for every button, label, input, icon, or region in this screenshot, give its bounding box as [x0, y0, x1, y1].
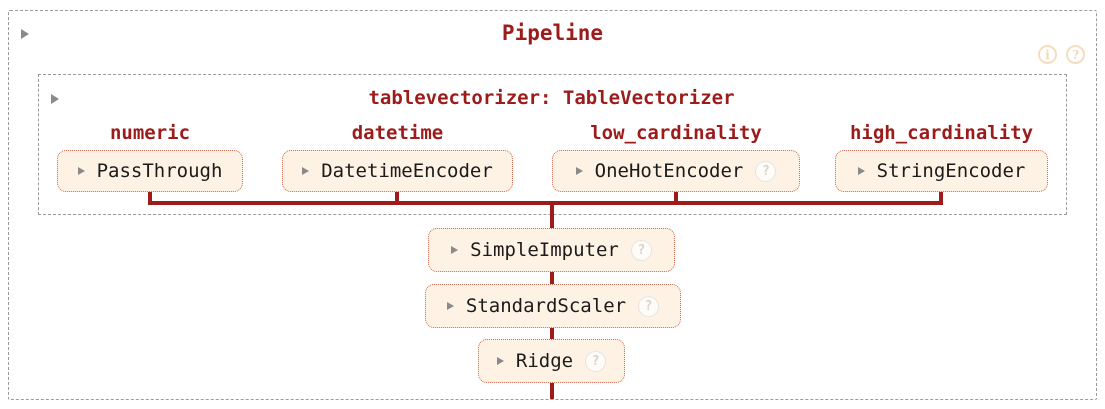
estimator-box-datetimeencoder[interactable]: DatetimeEncoder ?: [282, 150, 513, 192]
step-label: SimpleImputer: [470, 239, 619, 261]
toggle-arrow-icon: [857, 167, 865, 175]
help-icon[interactable]: ?: [1066, 45, 1085, 64]
tablevectorizer-title[interactable]: tablevectorizer: TableVectorizer: [368, 87, 735, 109]
step-label: StandardScaler: [465, 295, 627, 317]
step-box-simpleimputer[interactable]: SimpleImputer ?: [428, 228, 675, 272]
connector-stub-numeric: [148, 192, 152, 203]
pipeline-title[interactable]: Pipeline: [501, 21, 604, 45]
toggle-arrow-icon: [575, 167, 583, 175]
column-label-low-cardinality[interactable]: low_cardinality: [590, 122, 762, 144]
column-label-high-cardinality[interactable]: high_cardinality: [849, 122, 1034, 144]
connector-stub-datetime: [395, 192, 399, 203]
toggle-arrow-icon: [446, 302, 454, 310]
estimator-box-stringencoder[interactable]: StringEncoder ?: [835, 150, 1048, 192]
toggle-arrow-icon: [451, 246, 459, 254]
toggle-arrow-icon: [496, 357, 504, 365]
estimator-label: OneHotEncoder: [594, 160, 744, 182]
estimator-label: DatetimeEncoder: [321, 160, 493, 182]
tablevectorizer-toggle-arrow-icon[interactable]: [51, 94, 59, 104]
toggle-arrow-icon: [302, 167, 310, 175]
estimator-box-onehotencoder[interactable]: OneHotEncoder ?: [552, 150, 800, 192]
column-label-datetime[interactable]: datetime: [351, 122, 444, 144]
estimator-box-passthrough[interactable]: PassThrough ?: [57, 150, 243, 192]
connector-stub-low-cardinality: [674, 192, 678, 203]
toggle-arrow-icon: [77, 167, 85, 175]
step-label: Ridge: [515, 350, 574, 372]
estimator-label: PassThrough: [96, 160, 223, 182]
estimator-label: StringEncoder: [876, 160, 1026, 182]
column-label-numeric[interactable]: numeric: [109, 122, 191, 144]
help-icon[interactable]: ?: [755, 160, 777, 182]
corner-icon-group: i ?: [1038, 45, 1085, 64]
step-box-ridge[interactable]: Ridge ?: [478, 339, 625, 383]
connector-stub-high-cardinality: [939, 192, 943, 203]
help-icon[interactable]: ?: [585, 350, 607, 372]
info-icon[interactable]: i: [1038, 45, 1057, 64]
help-icon[interactable]: ?: [630, 239, 652, 261]
step-box-standardscaler[interactable]: StandardScaler ?: [425, 284, 681, 328]
help-icon[interactable]: ?: [638, 295, 660, 317]
connector-horizontal-bar: [148, 201, 943, 205]
pipeline-toggle-arrow-icon[interactable]: [21, 29, 29, 39]
